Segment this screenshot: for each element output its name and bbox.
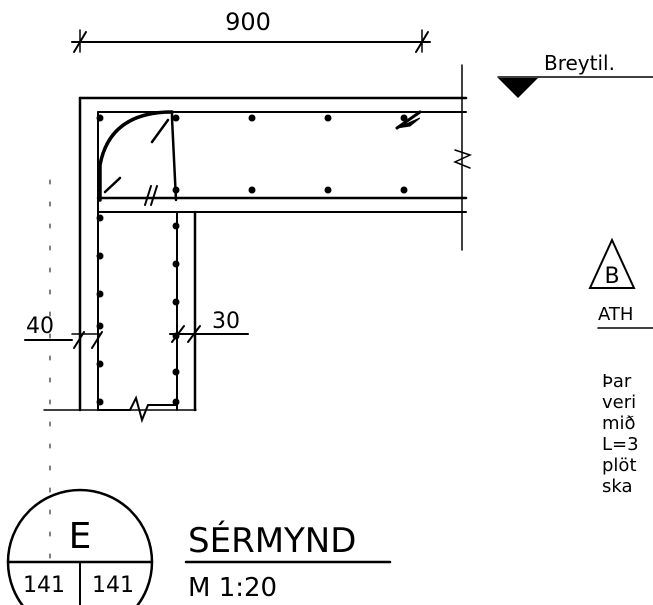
level-label: Breytil. — [544, 51, 615, 75]
note-line: Þar — [602, 371, 632, 392]
note-line: L=3 — [602, 434, 639, 455]
note-line: mið — [602, 413, 636, 434]
note-line: veri — [602, 392, 636, 413]
revision-triangle-icon — [588, 237, 636, 289]
dimension-30-label: 30 — [212, 309, 240, 334]
revision-letter: B — [604, 264, 619, 289]
detail-letter: E — [69, 516, 92, 557]
detail-sheet-right: 141 — [92, 573, 134, 598]
rebar-hook — [98, 110, 422, 202]
note-line: plöt — [602, 455, 637, 476]
detail-sheet-left: 141 — [23, 573, 65, 598]
detail-bubble — [6, 488, 154, 605]
slab-outline — [78, 96, 468, 412]
detail-scale: M 1:20 — [188, 573, 277, 603]
dimension-40 — [24, 319, 103, 361]
revision-heading: ATH — [598, 304, 633, 325]
dimension-40-label: 40 — [26, 314, 54, 339]
detail-title: SÉRMYND — [188, 520, 356, 561]
rebar-dots — [96, 114, 408, 406]
level-marker-icon — [498, 78, 538, 98]
dimension-900 — [71, 29, 431, 53]
dimension-900-label: 900 — [225, 8, 271, 36]
note-line: ska — [602, 476, 633, 497]
